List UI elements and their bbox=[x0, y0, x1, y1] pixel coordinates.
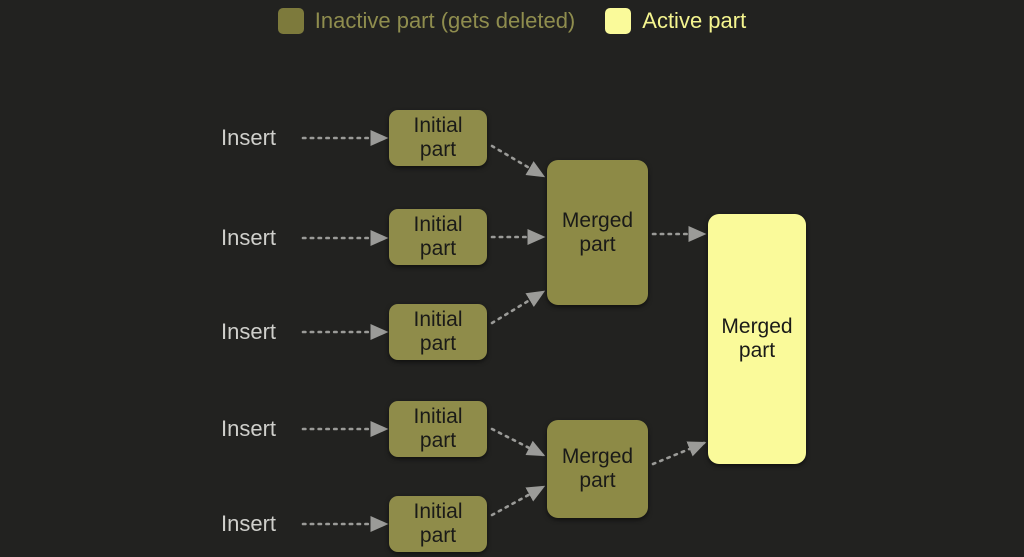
initial-part-box-2[interactable]: Initial part bbox=[389, 209, 487, 265]
arrow-initial1-to-merged1 bbox=[490, 144, 546, 178]
merged-part-box-1[interactable]: Merged part bbox=[547, 160, 648, 305]
initial-part-box-3[interactable]: Initial part bbox=[389, 304, 487, 360]
merged-part-label-1: Merged part bbox=[561, 208, 634, 256]
insert-label-4: Insert bbox=[221, 416, 277, 441]
active-merged-part-label: Merged part bbox=[721, 315, 793, 362]
insert-label-5: Insert bbox=[221, 511, 277, 536]
arrow-initial5-to-merged2 bbox=[490, 485, 546, 517]
merged-part-box-2[interactable]: Merged part bbox=[547, 420, 648, 518]
initial-part-label-1: Initial part bbox=[413, 114, 463, 161]
initial-part-box-1[interactable]: Initial part bbox=[389, 110, 487, 166]
initial-part-box-5[interactable]: Initial part bbox=[389, 496, 487, 552]
legend: Inactive part (gets deleted) Active part bbox=[0, 8, 1024, 34]
legend-item-active: Active part bbox=[605, 8, 746, 34]
legend-item-inactive: Inactive part (gets deleted) bbox=[277, 8, 576, 34]
active-swatch-icon bbox=[605, 8, 632, 34]
arrow-merged2-to-active bbox=[651, 441, 707, 466]
initial-part-label-5: Initial part bbox=[413, 500, 463, 547]
legend-label-inactive: Inactive part (gets deleted) bbox=[314, 8, 576, 33]
legend-label-active: Active part bbox=[642, 8, 747, 33]
active-merged-part-box[interactable]: Merged part bbox=[708, 214, 806, 464]
initial-part-label-4: Initial part bbox=[413, 405, 463, 452]
insert-label-1: Insert bbox=[221, 125, 277, 150]
inactive-swatch-icon bbox=[277, 8, 304, 34]
arrow-initial3-to-merged1 bbox=[490, 290, 546, 325]
initial-part-label-3: Initial part bbox=[413, 308, 463, 355]
initial-part-box-4[interactable]: Initial part bbox=[389, 401, 487, 457]
initial-part-label-2: Initial part bbox=[413, 213, 463, 260]
merged-part-label-2: Merged part bbox=[561, 445, 634, 492]
arrow-initial4-to-merged2 bbox=[490, 427, 546, 457]
insert-label-2: Insert bbox=[221, 225, 277, 250]
insert-label-3: Insert bbox=[221, 319, 277, 344]
